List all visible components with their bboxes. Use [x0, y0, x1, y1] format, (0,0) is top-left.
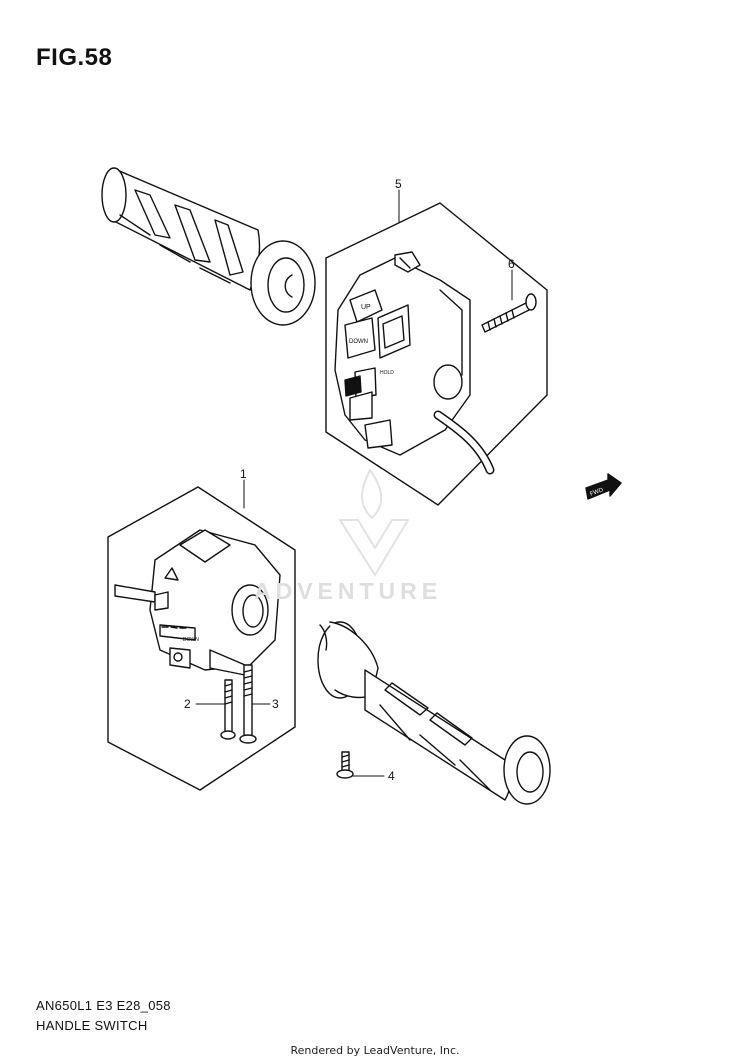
assembly-name: HANDLE SWITCH [36, 1018, 148, 1033]
right-grip [317, 621, 551, 805]
callout-leaders [195, 189, 513, 777]
left-grip [101, 167, 316, 326]
watermark-text: ADVENTURE [254, 578, 443, 604]
callout-1: 1 [240, 467, 247, 481]
screw-3 [239, 664, 257, 744]
left-switch-frame [107, 486, 296, 791]
figure-title: FIG.58 [36, 44, 113, 71]
callout-4: 4 [388, 769, 395, 783]
switch-label-up: UP [361, 304, 371, 311]
left-handle-switch: DOWN [114, 529, 281, 676]
screw-2 [220, 679, 236, 740]
right-handle-switch: UP DOWN HOLD [334, 251, 495, 475]
watermark-logo-icon [339, 469, 409, 576]
callout-6: 6 [508, 257, 515, 271]
screw-6 [481, 293, 537, 333]
fwd-label: FWD [589, 487, 605, 498]
model-code: AN650L1 E3 E28_058 [36, 998, 171, 1013]
switch-label-down-left: DOWN [183, 637, 199, 643]
callout-3: 3 [272, 697, 279, 711]
right-switch-frame [325, 202, 548, 506]
screw-4 [336, 751, 354, 779]
switch-label-hold: HOLD [380, 370, 394, 376]
callout-2: 2 [184, 697, 191, 711]
callout-5: 5 [395, 177, 402, 191]
switch-label-down: DOWN [349, 339, 368, 345]
fwd-arrow-icon: FWD [585, 473, 622, 500]
footer-credit: Rendered by LeadVenture, Inc. [290, 1044, 460, 1057]
